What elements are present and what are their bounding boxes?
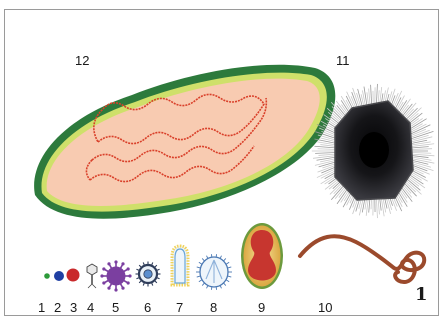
virus-5-spike-tip [127,281,130,284]
bacterium-12 [34,65,335,219]
virus-5-spike-tip [128,274,131,277]
virus-2 [54,271,64,281]
label-9: 9 [258,301,265,314]
label-7: 7 [176,301,183,314]
mimivirus-core [359,132,389,168]
virus-10-filament [300,236,424,282]
label-6: 6 [144,301,151,314]
virus-5-spike-tip [121,262,124,265]
virus-6 [136,262,161,287]
virus-5-spike-tip [127,267,130,270]
plate-number: 1 [415,286,428,304]
bacterium-cytoplasm [47,79,320,206]
virus-5-spike-tip [107,287,110,290]
virus-9-poxvirus [241,223,283,289]
virus-3 [67,269,80,282]
virus-5-spike-tip [102,267,105,270]
label-3: 3 [70,301,77,314]
label-2: 2 [54,301,61,314]
virus-5-spike-tip [114,260,117,263]
label-1: 1 [38,301,45,314]
virus-5-spike-tip [121,287,124,290]
virus-5-spike-tip [107,262,110,265]
virus-5-spike-tip [114,288,117,291]
label-5: 5 [112,301,119,314]
label-12: 12 [75,54,89,67]
virus-7 [172,246,188,285]
virus-5-spike-tip [100,274,103,277]
virus-5 [100,260,131,291]
virus-8 [196,254,232,290]
label-11: 11 [336,54,350,67]
label-10: 10 [318,301,332,314]
virus-1 [44,273,50,279]
virus-4-phage [87,264,97,288]
label-8: 8 [210,301,217,314]
label-4: 4 [87,301,94,314]
virus-5-spike-tip [102,281,105,284]
